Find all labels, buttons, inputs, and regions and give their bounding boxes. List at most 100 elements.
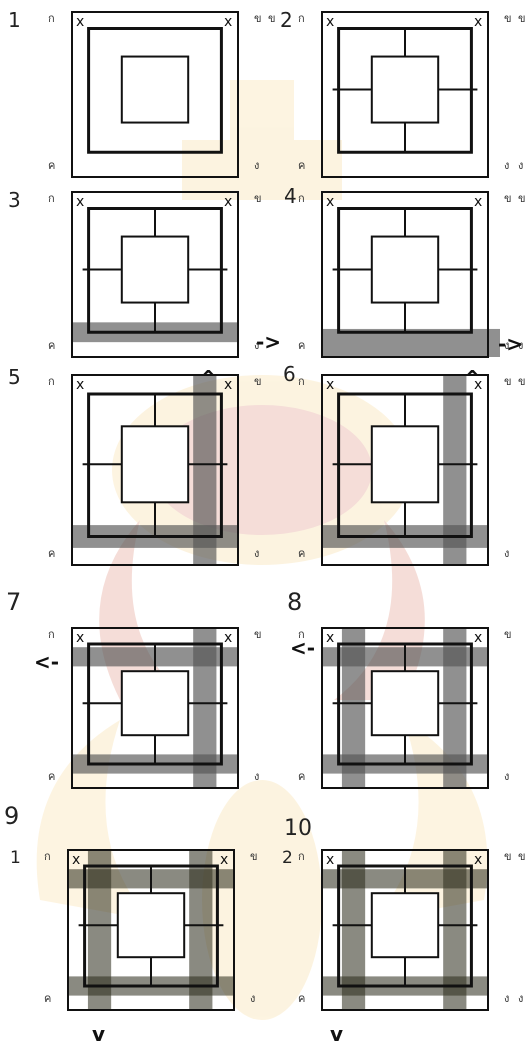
mark-right-x: x xyxy=(220,852,228,868)
corner-label-extra: ข xyxy=(518,375,525,388)
inner-square xyxy=(122,671,188,735)
corner-label-extra: ข xyxy=(518,12,525,25)
corner-label-br: ง xyxy=(504,547,509,560)
inner-square xyxy=(122,237,188,303)
corner-label-tl: ก xyxy=(48,192,55,205)
corner-label-bl: ค xyxy=(48,159,55,172)
corner-label-bl: ค xyxy=(298,992,305,1005)
mark-left-x: x xyxy=(326,630,334,646)
step-number-2: 2 xyxy=(280,8,293,32)
mark-left-x: x xyxy=(76,630,84,646)
mark-left-x: x xyxy=(326,194,334,210)
arrow-left-icon: <- xyxy=(290,636,315,660)
inner-square xyxy=(118,893,184,957)
mark-left-x: x xyxy=(76,377,84,393)
corner-label-extra-br: ง xyxy=(518,159,523,172)
mark-left-x: x xyxy=(326,377,334,393)
inner-square xyxy=(372,671,438,735)
mark-left-x: x xyxy=(326,14,334,30)
step-number-7: 7 xyxy=(6,588,21,616)
arrow-down-icon: v xyxy=(330,1022,343,1046)
step-number-6: 6 xyxy=(283,362,296,386)
corner-label-bl: ค xyxy=(298,547,305,560)
mark-right-x: x xyxy=(224,14,232,30)
corner-label-tr: ข xyxy=(254,192,262,205)
corner-label-tr: ข xyxy=(504,375,512,388)
corner-label-bl: ค xyxy=(298,339,305,352)
corner-label-bl: ค xyxy=(44,992,51,1005)
diagram-panel-10: x x ก ขค ง ขง xyxy=(292,844,525,1018)
corner-label-extra: ข xyxy=(268,12,276,25)
inner-square xyxy=(372,237,438,303)
corner-label-tr: ข xyxy=(254,12,262,25)
corner-label-tr: ข xyxy=(504,628,512,641)
corner-label-tl: ก xyxy=(298,850,305,863)
inner-square xyxy=(122,426,188,502)
step-number-4: 4 xyxy=(284,184,297,208)
mark-right-x: x xyxy=(474,852,482,868)
diagram-panel-5: x x ก ขค ง xyxy=(42,369,278,573)
step-number-10: 10 xyxy=(284,816,312,841)
diagram-panel-4: xxกขคงขง xyxy=(292,186,525,365)
step-number-5: 5 xyxy=(8,365,21,389)
corner-label-tl: ก xyxy=(48,628,55,641)
corner-label-tl: ก xyxy=(48,12,55,25)
corner-label-br: ง xyxy=(254,547,259,560)
step-number-1: 1 xyxy=(8,8,21,32)
corner-label-bl: ค xyxy=(48,547,55,560)
mark-left-x: x xyxy=(72,852,80,868)
mark-left-x: x xyxy=(326,852,334,868)
mark-right-x: x xyxy=(474,194,482,210)
step-number-3: 3 xyxy=(8,188,21,212)
step-subnumber-9: 1 xyxy=(10,848,21,868)
corner-label-br: ง xyxy=(250,992,255,1005)
corner-label-tl: ก xyxy=(44,850,51,863)
corner-label-tr: ข xyxy=(254,628,262,641)
corner-label-bl: ค xyxy=(298,159,305,172)
corner-label-tl: ก xyxy=(48,375,55,388)
corner-label-tr: ข xyxy=(504,192,512,205)
corner-label-tr: ข xyxy=(254,375,262,388)
corner-label-tr: ข xyxy=(504,12,512,25)
inner-square xyxy=(372,426,438,502)
arrow-right-icon: -> xyxy=(498,332,523,356)
corner-label-extra: ข xyxy=(518,850,525,863)
mark-left-x: x xyxy=(76,194,84,210)
corner-label-tr: ข xyxy=(504,850,512,863)
mark-right-x: x xyxy=(474,14,482,30)
arrow-right-icon: -> xyxy=(256,330,281,354)
corner-label-br: ง xyxy=(254,159,259,172)
corner-label-tr: ข xyxy=(250,850,258,863)
corner-label-br: ง xyxy=(504,159,509,172)
mark-right-x: x xyxy=(474,630,482,646)
corner-label-extra: ข xyxy=(518,192,525,205)
mark-right-x: x xyxy=(224,194,232,210)
diagram-panel-9: x x ก ขค ง xyxy=(38,844,274,1018)
corner-label-bl: ค xyxy=(298,770,305,783)
step-number-8: 8 xyxy=(287,588,302,616)
step-number-9: 9 xyxy=(4,802,19,830)
corner-label-br: ง xyxy=(504,770,509,783)
corner-label-tl: ก xyxy=(298,375,305,388)
inner-square xyxy=(372,893,438,957)
mark-right-x: x xyxy=(224,630,232,646)
mark-right-x: x xyxy=(224,377,232,393)
corner-label-bl: ค xyxy=(48,339,55,352)
diagram-panel-7: x x ก ขค ง xyxy=(42,622,278,796)
corner-label-extra-br: ง xyxy=(518,992,523,1005)
corner-label-br: ง xyxy=(254,770,259,783)
corner-label-tl: ก xyxy=(298,192,305,205)
arrow-down-icon: v xyxy=(92,1022,105,1046)
arrow-left-icon: <- xyxy=(34,650,59,674)
corner-label-bl: ค xyxy=(48,770,55,783)
diagram-panel-1: x x ก ขค ง ข xyxy=(42,6,278,185)
arrow-up-icon: ^ xyxy=(200,366,217,390)
arrow-up-icon: ^ xyxy=(464,366,481,390)
mark-left-x: x xyxy=(76,14,84,30)
inner-square xyxy=(372,57,438,123)
corner-label-br: ง xyxy=(504,992,509,1005)
